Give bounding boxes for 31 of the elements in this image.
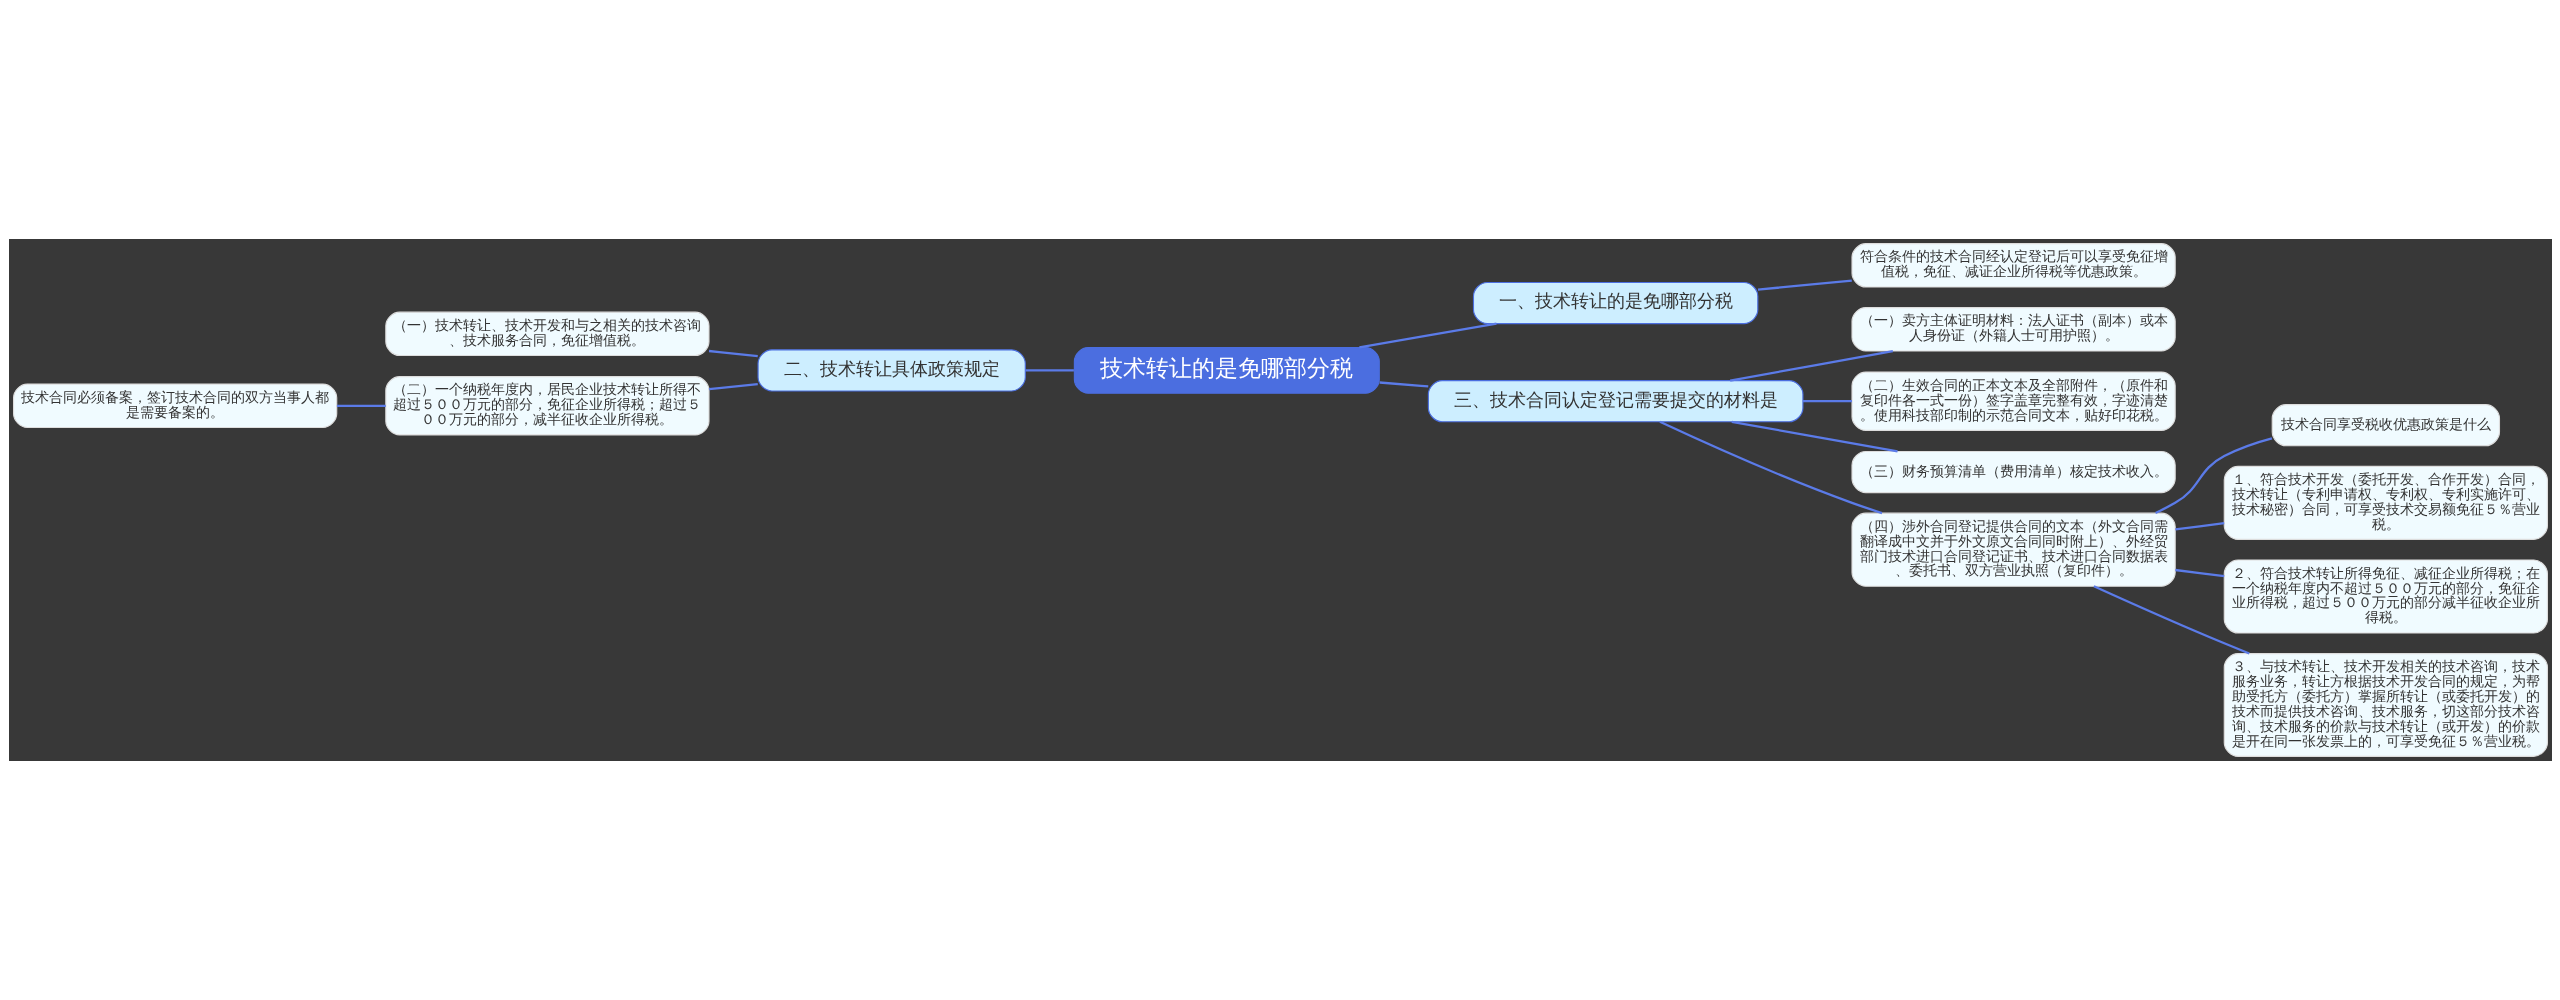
connector (2174, 568, 2224, 578)
connector (2154, 437, 2272, 514)
node-box: （一）卖方主体证明材料：法人证书（副本）或本人身份证（外籍人士可用护照）。 (1850, 307, 2176, 352)
node-box: 技术转让的是免哪部分税 (1073, 347, 1380, 394)
connector (1731, 420, 1898, 453)
connector (1379, 381, 1428, 388)
connector (708, 349, 758, 358)
connector (336, 404, 386, 407)
connector (1358, 322, 1497, 349)
node-box: （四）涉外合同登记提供合同的文本（外文合同需翻译成中文并于外文原文合同同时附上）、外经贸部门技术进口合同登记证书、技术进口合同数据表、委托书、双方营业执照（复印件）。 (1850, 512, 2176, 587)
node-box: 三、技术合同认定登记需要提交的材料是 (1427, 380, 1803, 423)
node-box: ２、符合技术转让所得免征、减征企业所得税；在一个纳税年度内不超过５００万元的部分，免征企业所得税，超过５００万元的部分减半征收企业所得税。 (2223, 559, 2548, 634)
node-box: （二）生效合同的正本文本及全部附件，（原件和复印件各一式一份）签字盖章完整有效，字迹清楚。使用科技部印制的示范合同文本，贴好印花税。 (1850, 371, 2176, 431)
connector (1024, 369, 1074, 372)
connector (2174, 522, 2224, 531)
node-box: （一）技术转让、技术开发和与之相关的技术咨询、技术服务合同，免征增值税。 (384, 311, 710, 357)
connector (708, 383, 758, 391)
connector (1802, 400, 1852, 403)
connector (2092, 585, 2250, 655)
node-box: 二、技术转让具体政策规定 (757, 349, 1026, 392)
node-box: 技术合同享受税收优惠政策是什么 (2271, 404, 2500, 447)
connector (1757, 279, 1852, 291)
node-box: （三）财务预算清单（费用清单）核定技术收入。 (1850, 450, 2176, 494)
node-box: 技术合同必须备案，签订技术合同的双方当事人都是需要备案的。 (12, 383, 337, 429)
node-box: 一、技术转让的是免哪部分税 (1472, 281, 1758, 325)
node-box: （二）一个纳税年度内，居民企业技术转让所得不超过５００万元的部分，免征企业所得税；超过５００万元的部分，减半征收企业所得税。 (384, 376, 710, 436)
node-box: ３、与技术转让、技术开发相关的技术咨询，技术服务业务，转让方根据技术开发合同的规定，为帮助受托方（委托方）掌握所转让（或委托开发）的技术而提供技术咨询、技术服务，切这部分技术咨询、技术服务的价款与技术转让（或开发）的价款是开在同一张发票上的，可享受免征５％营业税。 (2223, 653, 2548, 757)
connector (1729, 349, 1893, 382)
node-box: １、符合技术开发（委托开发、合作开发）合同，技术转让（专利申请权、专利权、专利实施许可、技术秘密）合同，可享受技术交易额免征５％营业税。 (2223, 465, 2548, 540)
node-box: 符合条件的技术合同经认定登记后可以享受免征增值税，免征、减证企业所得税等优惠政策。 (1850, 243, 2176, 288)
connector (1658, 420, 1882, 515)
